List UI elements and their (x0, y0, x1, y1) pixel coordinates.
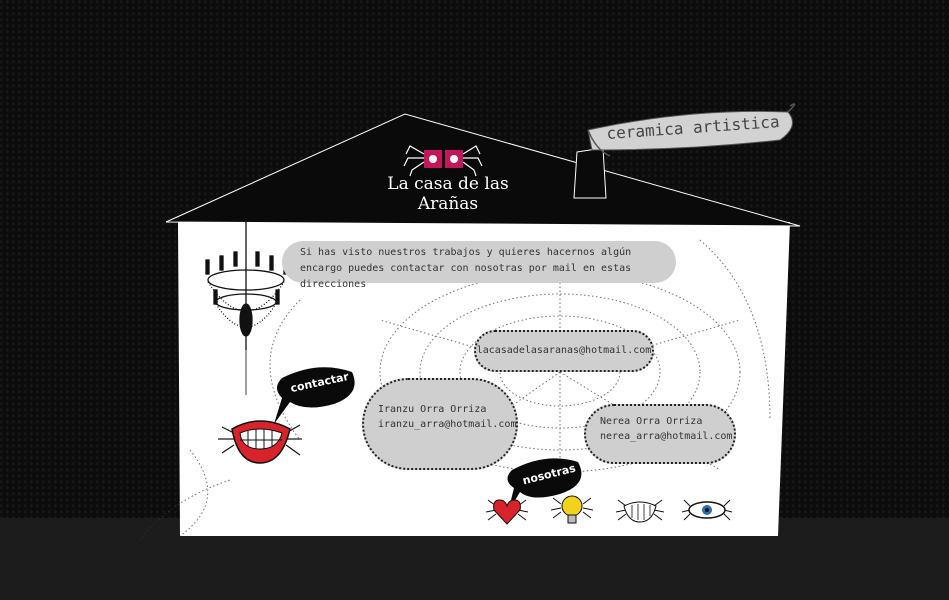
contact-card-nerea: Nerea Orra Orriza nerea_arra@hotmail.com (584, 404, 736, 464)
spider-logo-icon (403, 145, 483, 177)
mouth-spider-icon (218, 420, 302, 464)
mouth-small-spider-icon (615, 499, 665, 523)
contact-card-iranzu: Iranzu Orra Orriza iranzu_arra@hotmail.c… (362, 378, 518, 470)
contact-name: Nerea Orra Orriza (600, 416, 703, 427)
contact-email-link[interactable]: nerea_arra@hotmail.com (600, 431, 733, 442)
chandelier-icon (205, 220, 288, 395)
bulb-nav-link[interactable] (551, 492, 593, 526)
eye-nav-link[interactable] (682, 498, 732, 522)
bulb-spider-icon (550, 495, 594, 524)
heart-nav-link[interactable] (486, 496, 528, 526)
intro-text: Si has visto nuestros trabajos y quieres… (282, 241, 676, 290)
heart-spider-icon (485, 499, 529, 525)
eye-spider-icon (681, 499, 733, 521)
mouth-nav-link[interactable] (616, 498, 664, 524)
site-title: La casa de las Arañas (387, 174, 509, 214)
contact-name: Iranzu Orra Orriza (378, 404, 487, 415)
contactar-bubble-shape (274, 367, 355, 424)
chimney (573, 147, 607, 199)
contact-email-link[interactable]: iranzu_arra@hotmail.com (378, 419, 517, 430)
nosotras-bubble-shape (507, 458, 582, 512)
main-email-link[interactable]: lacasadelasaranas@hotmail.com (474, 330, 654, 372)
banner-ribbon (587, 110, 793, 151)
